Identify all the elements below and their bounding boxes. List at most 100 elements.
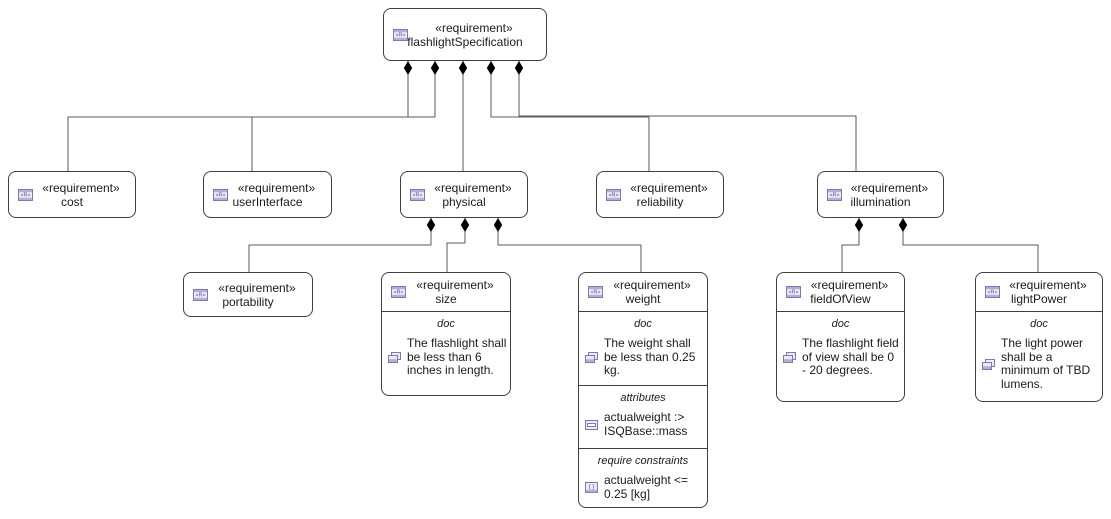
requirement-icon: «R»: [606, 188, 621, 201]
stereotype-label: «requirement»: [237, 180, 316, 195]
requirement-icon: «R»: [393, 28, 408, 41]
node-name: reliability: [636, 194, 684, 209]
requirement-icon: «R»: [391, 286, 406, 298]
require-constraints-compartment-label: require constraints: [597, 455, 689, 467]
stereotype-label: «requirement»: [434, 180, 512, 195]
constraint-text: actualweight <= 0.25 [kg]: [604, 473, 689, 501]
node-name: cost: [60, 194, 83, 209]
node-name: userInterface: [232, 194, 303, 209]
doc-icon: [585, 351, 598, 363]
node-header: «R» «requirement» userInterface: [204, 172, 331, 217]
svg-text:«R»: «R»: [395, 32, 405, 38]
connector-weight: [497, 218, 642, 272]
node-header: «R» «requirement» lightPower: [976, 273, 1102, 311]
requirement-node-size[interactable]: «R» «requirement» size doc The flashligh…: [381, 272, 511, 396]
node-name: size: [435, 292, 457, 306]
node-name: weight: [625, 292, 661, 306]
requirement-node-flashlightSpecification[interactable]: «R» «requirement» flashlightSpecificatio…: [383, 8, 547, 61]
connector-lightPower: [902, 218, 1039, 272]
node-name: fieldOfView: [810, 292, 871, 306]
stereotype-label: «requirement»: [218, 280, 296, 295]
requirement-icon: «R»: [985, 286, 1000, 298]
requirement-node-portability[interactable]: «R» «requirement» portability: [183, 272, 313, 317]
constraint-icon: { }: [585, 482, 598, 493]
requirement-icon: «R»: [18, 188, 33, 201]
svg-text:«R»: «R»: [20, 192, 30, 198]
svg-text:«R»: «R»: [987, 290, 997, 296]
requirement-icon: «R»: [193, 288, 208, 301]
doc-compartment: doc The flashlight shall be less than 6 …: [382, 311, 510, 395]
svg-text:«R»: «R»: [788, 290, 798, 296]
node-header: «R» «requirement» size: [382, 273, 510, 311]
doc-compartment-label: doc: [831, 318, 850, 330]
svg-text:{ }: { }: [589, 485, 595, 491]
stereotype-label: «requirement»: [810, 278, 889, 292]
requirement-node-cost[interactable]: «R» «requirement» cost: [8, 171, 136, 218]
svg-text:«R»: «R»: [215, 192, 225, 198]
connector-illumination: [518, 61, 857, 171]
svg-text:«R»: «R»: [393, 290, 403, 296]
attribute-text: actualweight :> ISQBase::mass: [604, 410, 688, 438]
composition-diamond: [458, 61, 468, 75]
requirement-node-physical[interactable]: «R» «requirement» physical: [400, 171, 528, 218]
node-name: physical: [442, 194, 486, 209]
connector-reliability: [490, 61, 650, 171]
requirement-node-userInterface[interactable]: «R» «requirement» userInterface: [203, 171, 332, 218]
doc-compartment: doc The light power shall be a minimum o…: [976, 311, 1102, 401]
composition-diamond: [486, 61, 496, 75]
composition-diamond: [430, 61, 440, 75]
node-name: illumination: [850, 194, 911, 209]
attributes-compartment-label: attributes: [620, 392, 666, 404]
doc-compartment-label: doc: [1030, 318, 1048, 330]
composition-diamond: [854, 218, 864, 232]
node-header: «R» «requirement» physical: [401, 172, 527, 217]
connector-userInterface: [251, 61, 436, 171]
connector-portability: [248, 218, 432, 272]
doc-text: The weight shall be less than 0.25 kg.: [604, 336, 696, 377]
composition-diamond: [514, 61, 524, 75]
requirement-node-lightPower[interactable]: «R» «requirement» lightPower doc The lig…: [975, 272, 1103, 402]
doc-text: The flashlight shall be less than 6 inch…: [407, 336, 507, 377]
stereotype-label: «requirement»: [416, 278, 494, 292]
requirement-node-weight[interactable]: «R» «requirement» weight doc The weight …: [578, 272, 708, 508]
stereotype-label: «requirement»: [435, 20, 513, 35]
doc-icon: [388, 351, 401, 363]
stereotype-label: «requirement»: [42, 180, 120, 195]
node-name: flashlightSpecification: [407, 34, 523, 49]
svg-text:«R»: «R»: [590, 290, 600, 296]
doc-compartment: doc The weight shall be less than 0.25 k…: [579, 311, 707, 385]
svg-text:«R»: «R»: [608, 192, 618, 198]
doc-compartment-label: doc: [437, 318, 455, 330]
attribute-icon: [585, 419, 598, 430]
doc-compartment-label: doc: [634, 318, 652, 330]
node-name: lightPower: [1010, 292, 1068, 306]
requirement-icon: «R»: [410, 188, 425, 201]
node-header: «R» «requirement» weight: [579, 273, 707, 311]
requirement-node-fieldOfView[interactable]: «R» «requirement» fieldOfView doc The fl…: [776, 272, 905, 402]
composition-diamond: [493, 218, 503, 232]
doc-text: The flashlight field of view shall be 0 …: [802, 336, 899, 377]
stereotype-label: «requirement»: [1009, 278, 1087, 292]
doc-icon: [982, 358, 995, 370]
requirement-icon: «R»: [213, 188, 228, 201]
connector-cost: [67, 61, 409, 171]
requirement-node-illumination[interactable]: «R» «requirement» illumination: [817, 171, 944, 218]
requirement-icon: «R»: [786, 286, 801, 298]
composition-diamond: [403, 61, 413, 75]
require-constraints-compartment: require constraints { } actualweight <= …: [579, 448, 707, 507]
composition-diamond: [898, 218, 908, 232]
node-header: «R» «requirement» fieldOfView: [777, 273, 904, 311]
composition-diamond: [426, 218, 436, 232]
requirement-node-reliability[interactable]: «R» «requirement» reliability: [596, 171, 724, 218]
node-header: «R» «requirement» flashlightSpecificatio…: [384, 9, 546, 60]
node-header: «R» «requirement» cost: [9, 172, 135, 217]
svg-text:«R»: «R»: [412, 192, 422, 198]
doc-compartment: doc The flashlight field of view shall b…: [777, 311, 904, 401]
stereotype-label: «requirement»: [850, 180, 929, 195]
node-header: «R» «requirement» illumination: [818, 172, 943, 217]
node-header: «R» «requirement» portability: [184, 273, 312, 316]
stereotype-label: «requirement»: [613, 278, 691, 292]
svg-text:«R»: «R»: [195, 292, 205, 298]
